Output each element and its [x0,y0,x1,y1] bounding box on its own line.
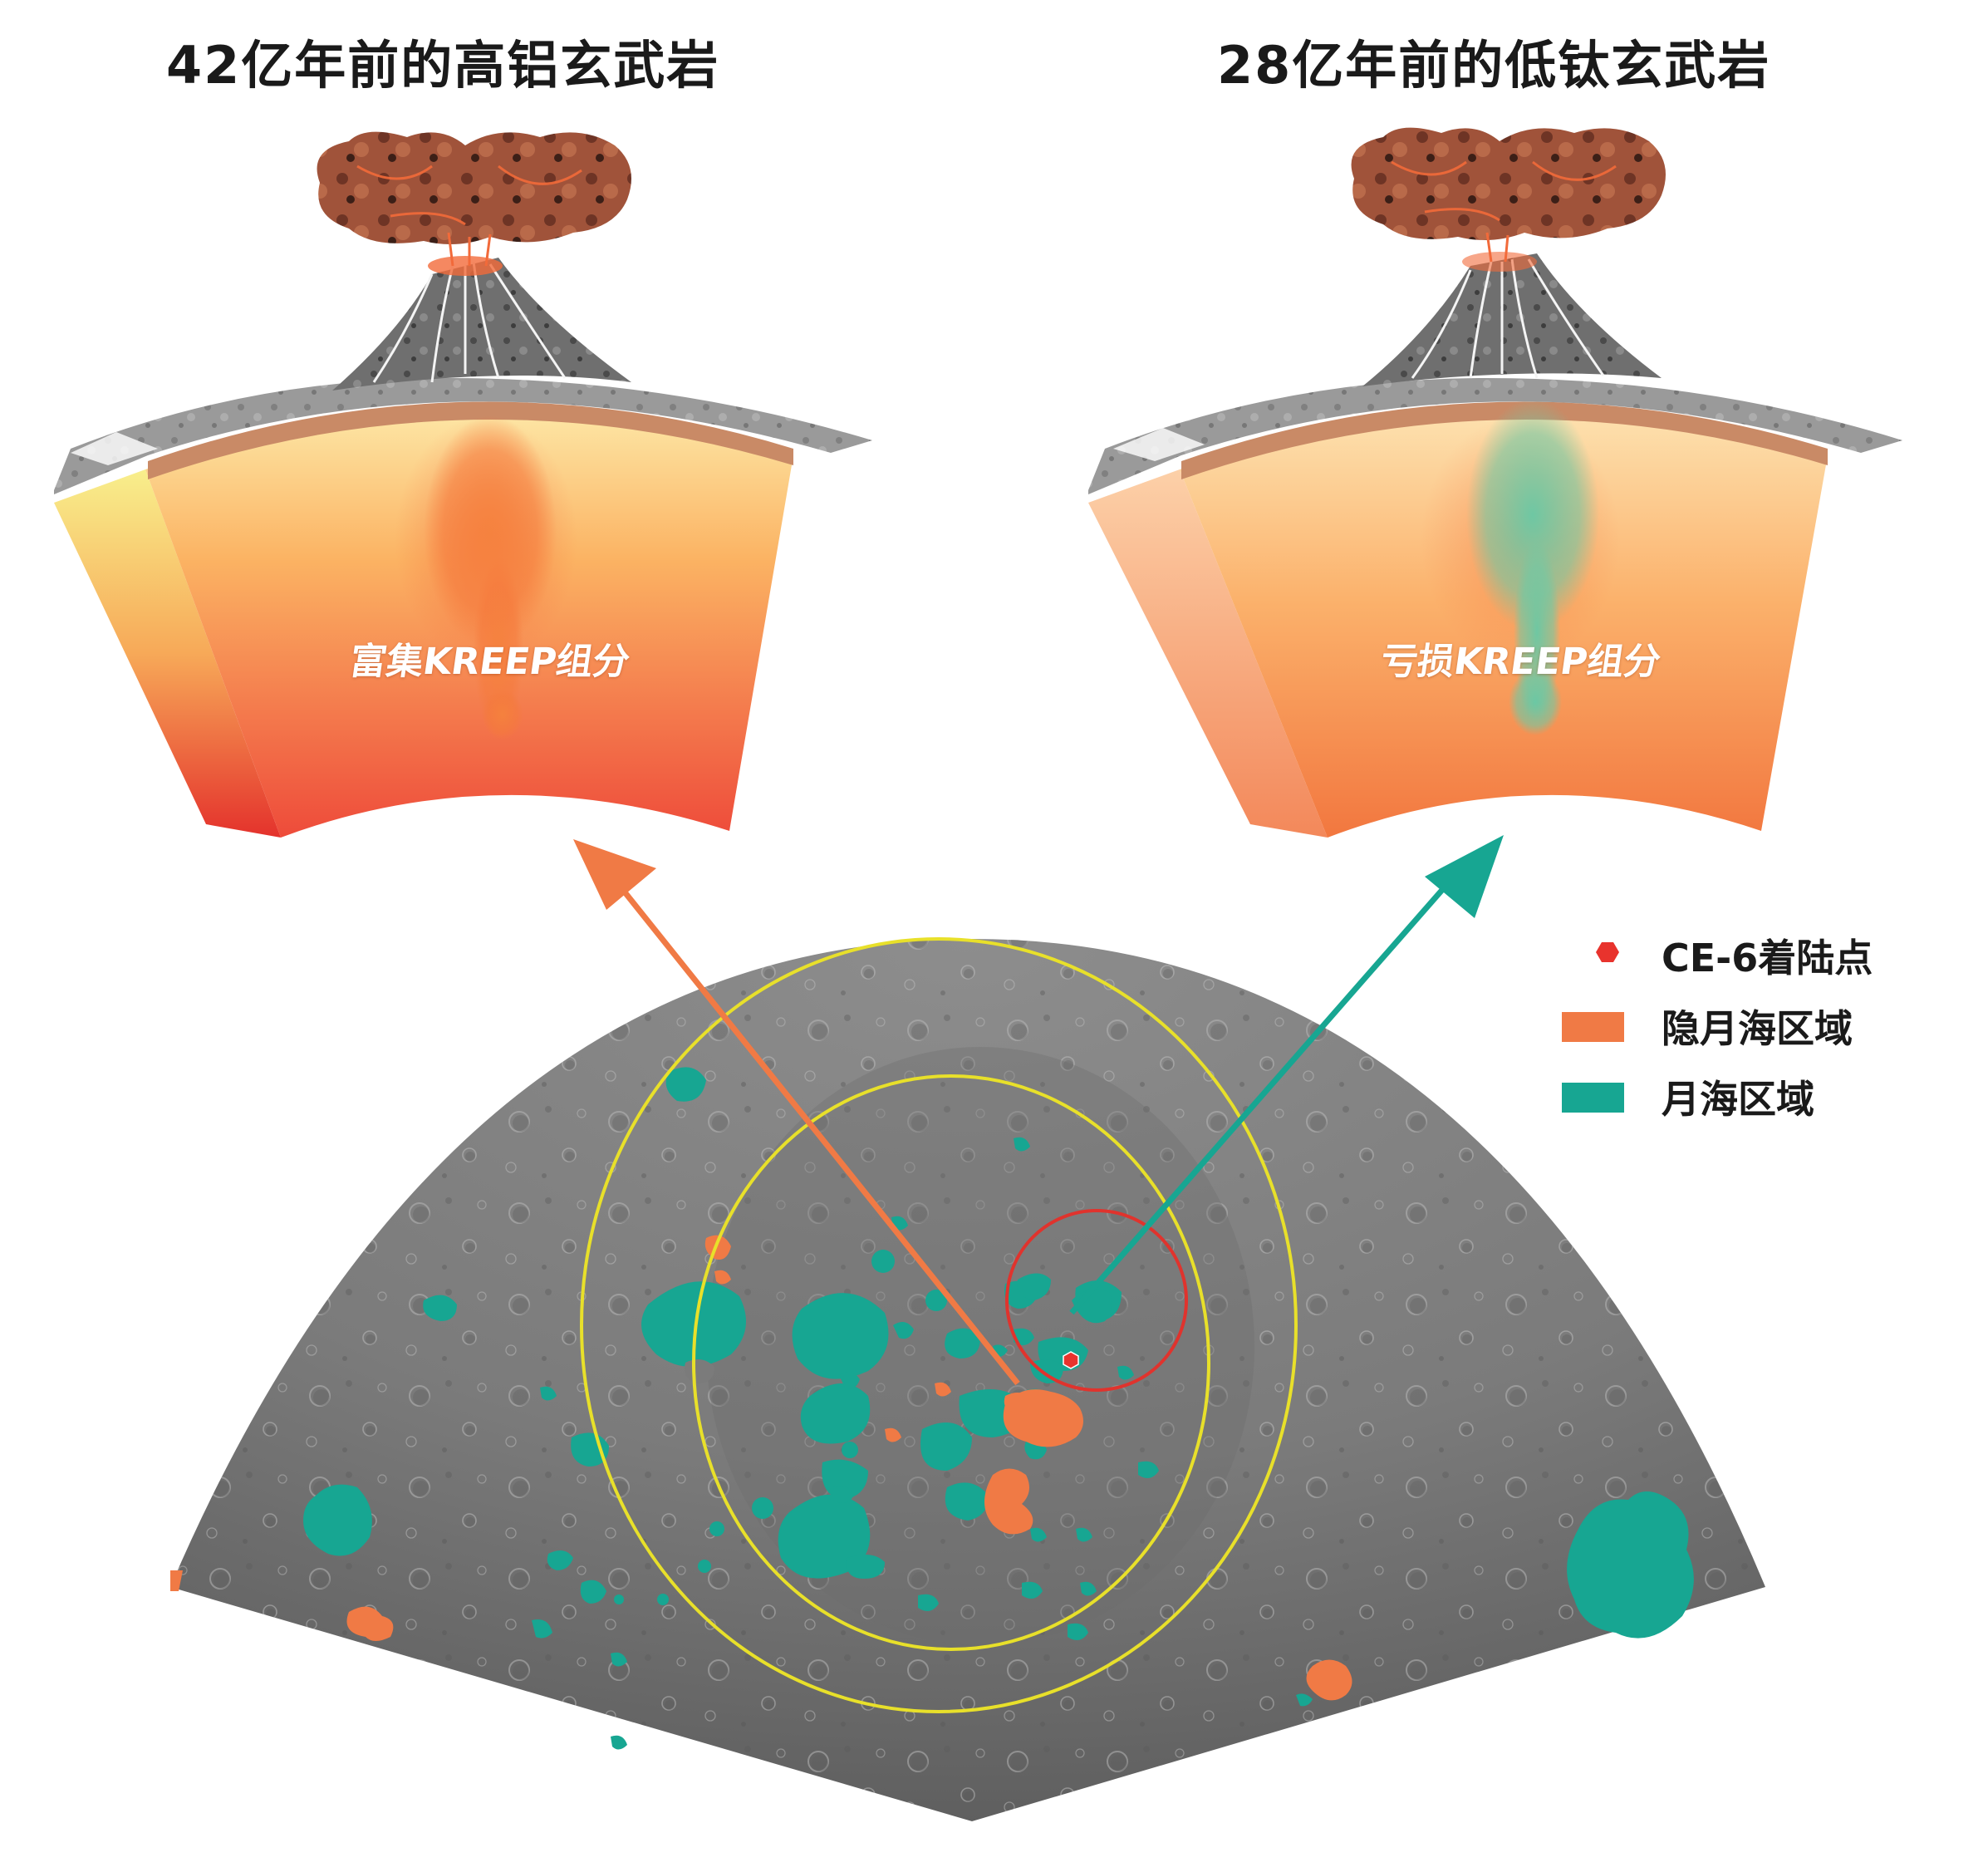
lunar-map [170,939,1765,1821]
teal-rect-icon [1562,1083,1624,1113]
red-hexagon-icon [1596,942,1619,962]
right-panel-title: 28亿年前的低钛玄武岩 [1217,35,1771,96]
left-mantle-section [54,395,794,838]
cryptomare-regions [170,1235,1352,1701]
legend-label: 月海区域 [1662,1077,1814,1122]
arrow-to-left-panel [573,839,1020,1386]
left-volcano [332,256,631,391]
left-eruption-cloud [317,131,631,267]
right-mantle-section [1088,395,1828,838]
arrow-to-right-panel [1069,835,1504,1315]
left-panel-label: 富集KREEP组分 [346,641,633,683]
mare-regions [303,1067,1694,1750]
landing-site-circle [1005,1209,1188,1392]
legend-label: 隐月海区域 [1662,1006,1853,1051]
left-panel-title: 42亿年前的高铝玄武岩 [166,35,720,96]
landing-site-marker [1063,1351,1079,1369]
orange-rect-icon [1562,1012,1624,1042]
right-lunar-surface [1088,378,1902,494]
right-eruption-cloud [1351,127,1666,263]
basin-rings [580,937,1298,1713]
left-lunar-surface [54,378,872,494]
right-volcano [1362,252,1662,386]
legend-label: CE-6着陆点 [1662,936,1873,980]
right-panel-label: 亏损KREEP组分 [1377,641,1664,683]
